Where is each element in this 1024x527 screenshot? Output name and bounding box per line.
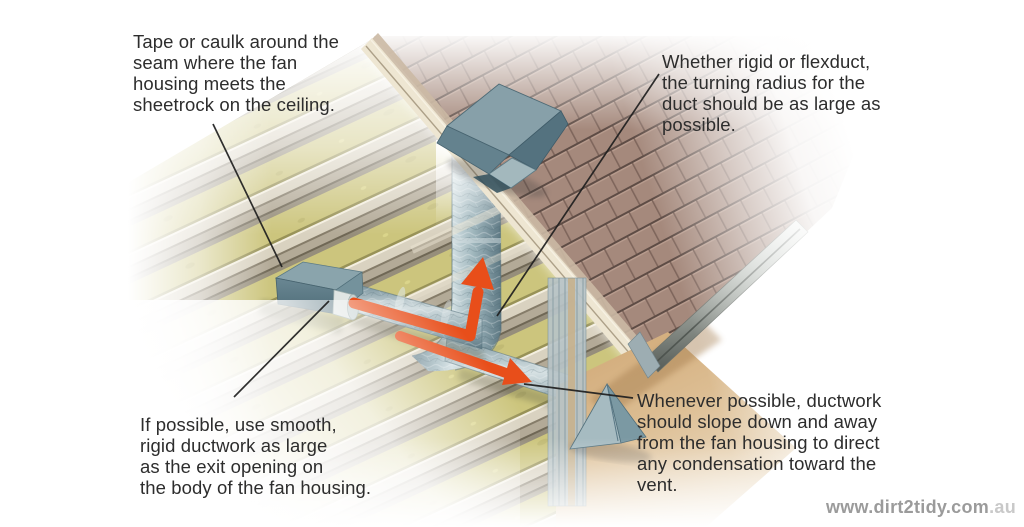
annotation-tape-caulk: Tape or caulk around the seam where the … (133, 31, 340, 115)
leader-lines (212, 73, 660, 399)
roof-vent-cap-opening (473, 174, 511, 193)
leader-line-tape-caulk (212, 123, 283, 268)
roof-vent-cap (436, 83, 569, 198)
roof-vent-cap-right (508, 110, 569, 171)
watermark-site: www.dirt2tidy.com (825, 497, 990, 517)
annotation-turning-radius: Whether rigid or flexduct, the turning r… (662, 51, 881, 135)
watermark-suffix: .au (989, 497, 1016, 517)
airflow-arrow-up-head (461, 257, 494, 290)
leader-line-turning-radius (496, 73, 660, 317)
leader-line-rigid-duct (233, 300, 330, 398)
watermark: www.dirt2tidy.com.au (826, 497, 1016, 518)
leader-line-slope-down (523, 383, 634, 399)
wall-stud (568, 278, 575, 506)
duct-seam (452, 238, 501, 243)
annotation-slope-down: Whenever possible, ductwork should slope… (637, 390, 882, 495)
annotation-rigid-ductwork: If possible, use smooth, rigid ductwork … (140, 414, 372, 498)
